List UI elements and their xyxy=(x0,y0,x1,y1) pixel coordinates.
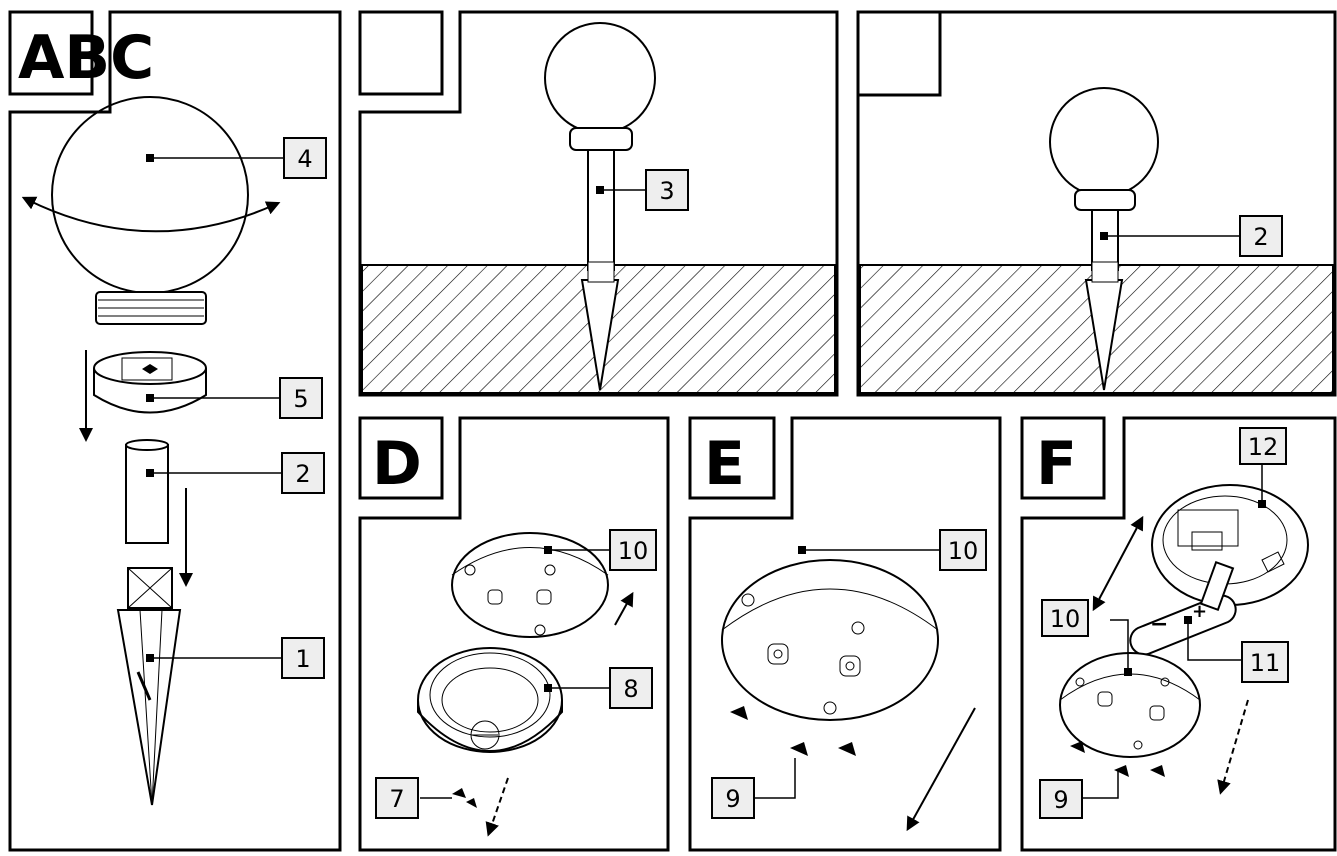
part-number-9: 9 xyxy=(1053,786,1068,814)
panel-d: D xyxy=(358,416,670,852)
stake-part xyxy=(116,567,182,806)
screw-icon xyxy=(1070,741,1165,777)
battery-plus: + xyxy=(1192,601,1207,622)
part-number-3: 3 xyxy=(659,177,674,205)
battery-minus: − xyxy=(1150,612,1168,637)
screw-icon xyxy=(730,706,856,756)
solar-cap-part xyxy=(93,351,207,414)
globe-part xyxy=(21,96,281,325)
lamp-assembled xyxy=(544,22,656,391)
lamp-assembled xyxy=(1049,87,1159,391)
panel-e-label: E xyxy=(704,429,745,499)
battery-cover-part xyxy=(1059,652,1201,758)
battery-cover-part xyxy=(451,532,609,638)
solar-base-part xyxy=(1151,484,1309,606)
tube-part xyxy=(125,439,169,544)
screw-icon xyxy=(452,788,477,808)
part-number-5: 5 xyxy=(293,385,308,413)
solar-base-part xyxy=(417,647,563,753)
panel-c: 2 xyxy=(856,10,1337,397)
part-number-10: 10 xyxy=(618,537,649,565)
panel-b: 3 xyxy=(358,10,839,397)
part-number-1: 1 xyxy=(295,645,310,673)
part-number-2: 2 xyxy=(1253,223,1268,251)
panel-abc-label: ABC xyxy=(18,23,154,93)
part-number-7: 7 xyxy=(389,785,404,813)
battery-cover-part xyxy=(721,559,939,721)
battery-icon: − + xyxy=(1129,560,1237,656)
part-number-11: 11 xyxy=(1250,649,1281,677)
panel-f-label: F xyxy=(1036,429,1077,499)
part-number-2: 2 xyxy=(295,460,310,488)
part-number-8: 8 xyxy=(623,675,638,703)
panel-e: E 10 9 xyxy=(688,416,1002,852)
part-number-10: 10 xyxy=(948,537,979,565)
part-number-9: 9 xyxy=(725,785,740,813)
part-number-4: 4 xyxy=(297,145,312,173)
panel-abc: ABC xyxy=(8,10,342,852)
panel-f: F − + xyxy=(1020,416,1337,852)
panel-d-label: D xyxy=(372,429,422,499)
part-number-12: 12 xyxy=(1248,433,1279,461)
part-number-10: 10 xyxy=(1050,605,1081,633)
